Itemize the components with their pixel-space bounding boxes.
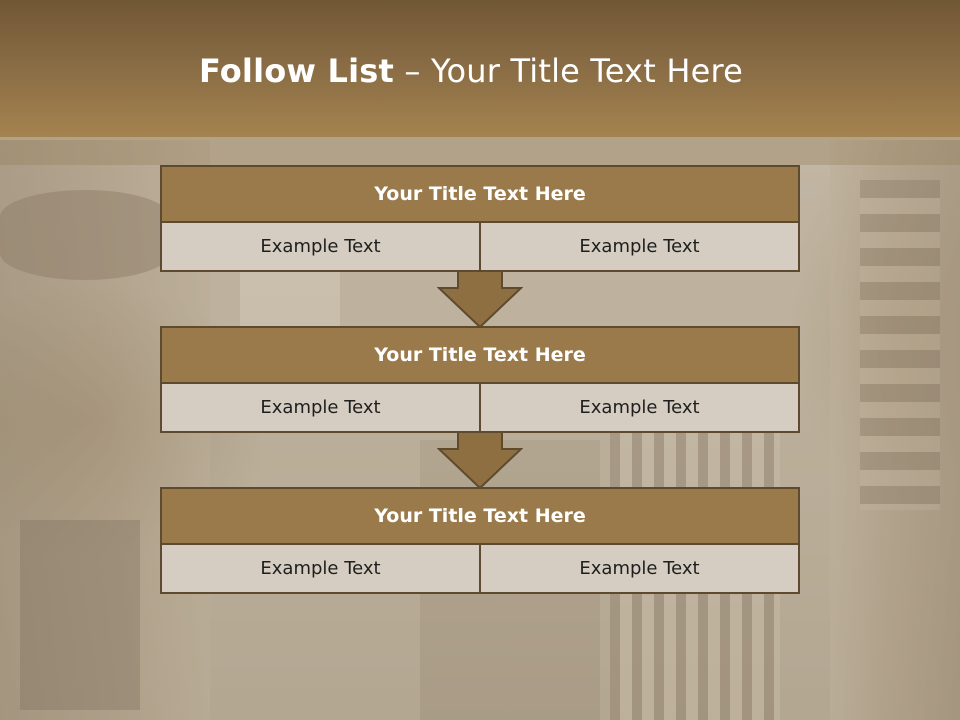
background-windows — [860, 180, 940, 510]
flow-step-title: Your Title Text Here — [162, 489, 798, 545]
flow-step-left-text: Example Text — [162, 384, 479, 431]
background-billboard — [20, 520, 140, 710]
header-band — [0, 0, 960, 137]
flow-step-right-text: Example Text — [481, 384, 798, 431]
background-rotunda — [0, 190, 170, 280]
slide-title: Follow List – Your Title Text Here — [0, 52, 942, 90]
flow-step-left-text: Example Text — [162, 545, 479, 592]
flow-step-title: Your Title Text Here — [162, 167, 798, 223]
flow-step-left-text: Example Text — [162, 223, 479, 270]
title-rest: – Your Title Text Here — [404, 52, 744, 90]
flow-step-1: Your Title Text Here Example Text Exampl… — [160, 165, 800, 272]
down-arrow-icon — [437, 270, 523, 328]
title-bold: Follow List — [198, 52, 395, 90]
flow-step-2: Your Title Text Here Example Text Exampl… — [160, 326, 800, 433]
flow-step-right-text: Example Text — [481, 223, 798, 270]
flow-step-right-text: Example Text — [481, 545, 798, 592]
header-strip — [0, 137, 960, 165]
background-building-right — [830, 140, 960, 720]
flow-step-3: Your Title Text Here Example Text Exampl… — [160, 487, 800, 594]
flow-step-title: Your Title Text Here — [162, 328, 798, 384]
down-arrow-icon — [437, 431, 523, 489]
